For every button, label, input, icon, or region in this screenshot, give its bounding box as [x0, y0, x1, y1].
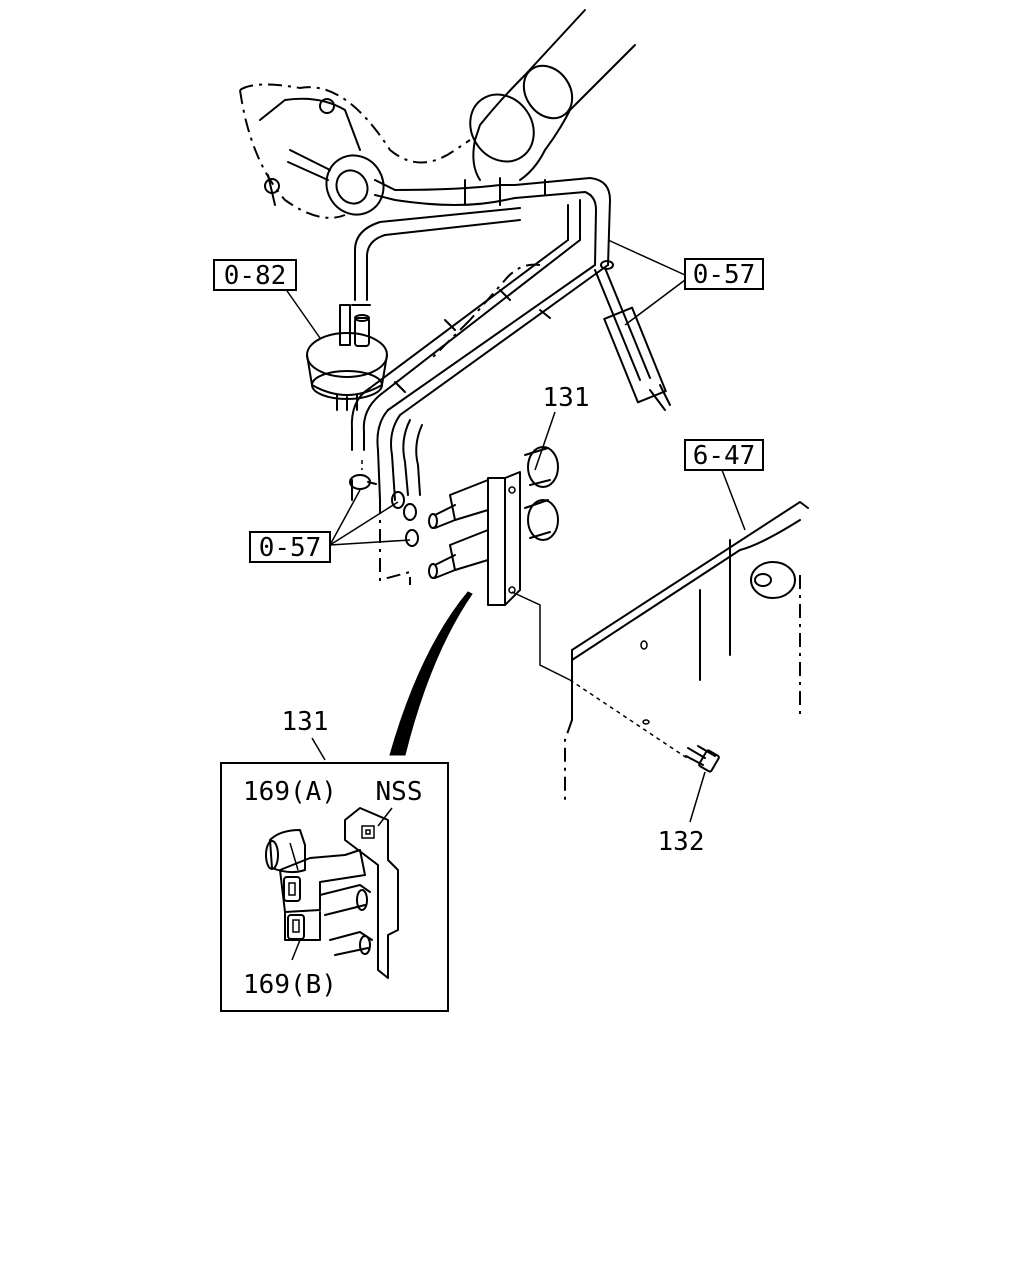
leader-lines: [284, 239, 746, 823]
solenoid-valve-assembly: [428, 446, 559, 606]
hose-connectors: [349, 460, 419, 585]
callout-0-82: 0-82: [213, 259, 297, 291]
part-169a-label: 169(A): [243, 777, 337, 807]
engine-housing: [239, 9, 636, 219]
vacuum-hoses: [394, 177, 611, 266]
callout-6-47: 6-47: [684, 439, 764, 471]
part-132-label: 132: [658, 827, 705, 857]
vacuum-actuator: [287, 149, 396, 216]
detail-pointer: [389, 591, 473, 756]
detail-box: [220, 762, 449, 1012]
part-131-upper-label: 131: [543, 383, 590, 413]
mounting-rod: [594, 260, 671, 411]
callout-0-57-lower: 0-57: [249, 531, 331, 563]
part-169b-label: 169(B): [243, 970, 337, 1000]
vacuum-tank: [306, 304, 388, 411]
nss-label: NSS: [376, 777, 423, 807]
part-131-detail-label: 131: [282, 707, 329, 737]
callout-0-82-text: 0-82: [224, 261, 287, 291]
bolt-132: [685, 745, 720, 773]
callout-6-47-text: 6-47: [693, 441, 756, 471]
callout-0-57-upper: 0-57: [684, 258, 764, 290]
callout-0-57-upper-text: 0-57: [693, 260, 756, 290]
bracket-panel: [564, 501, 809, 805]
callout-0-57-lower-text: 0-57: [259, 533, 322, 563]
bolt-leader: [511, 591, 691, 761]
pipe-bundle: [350, 199, 609, 501]
